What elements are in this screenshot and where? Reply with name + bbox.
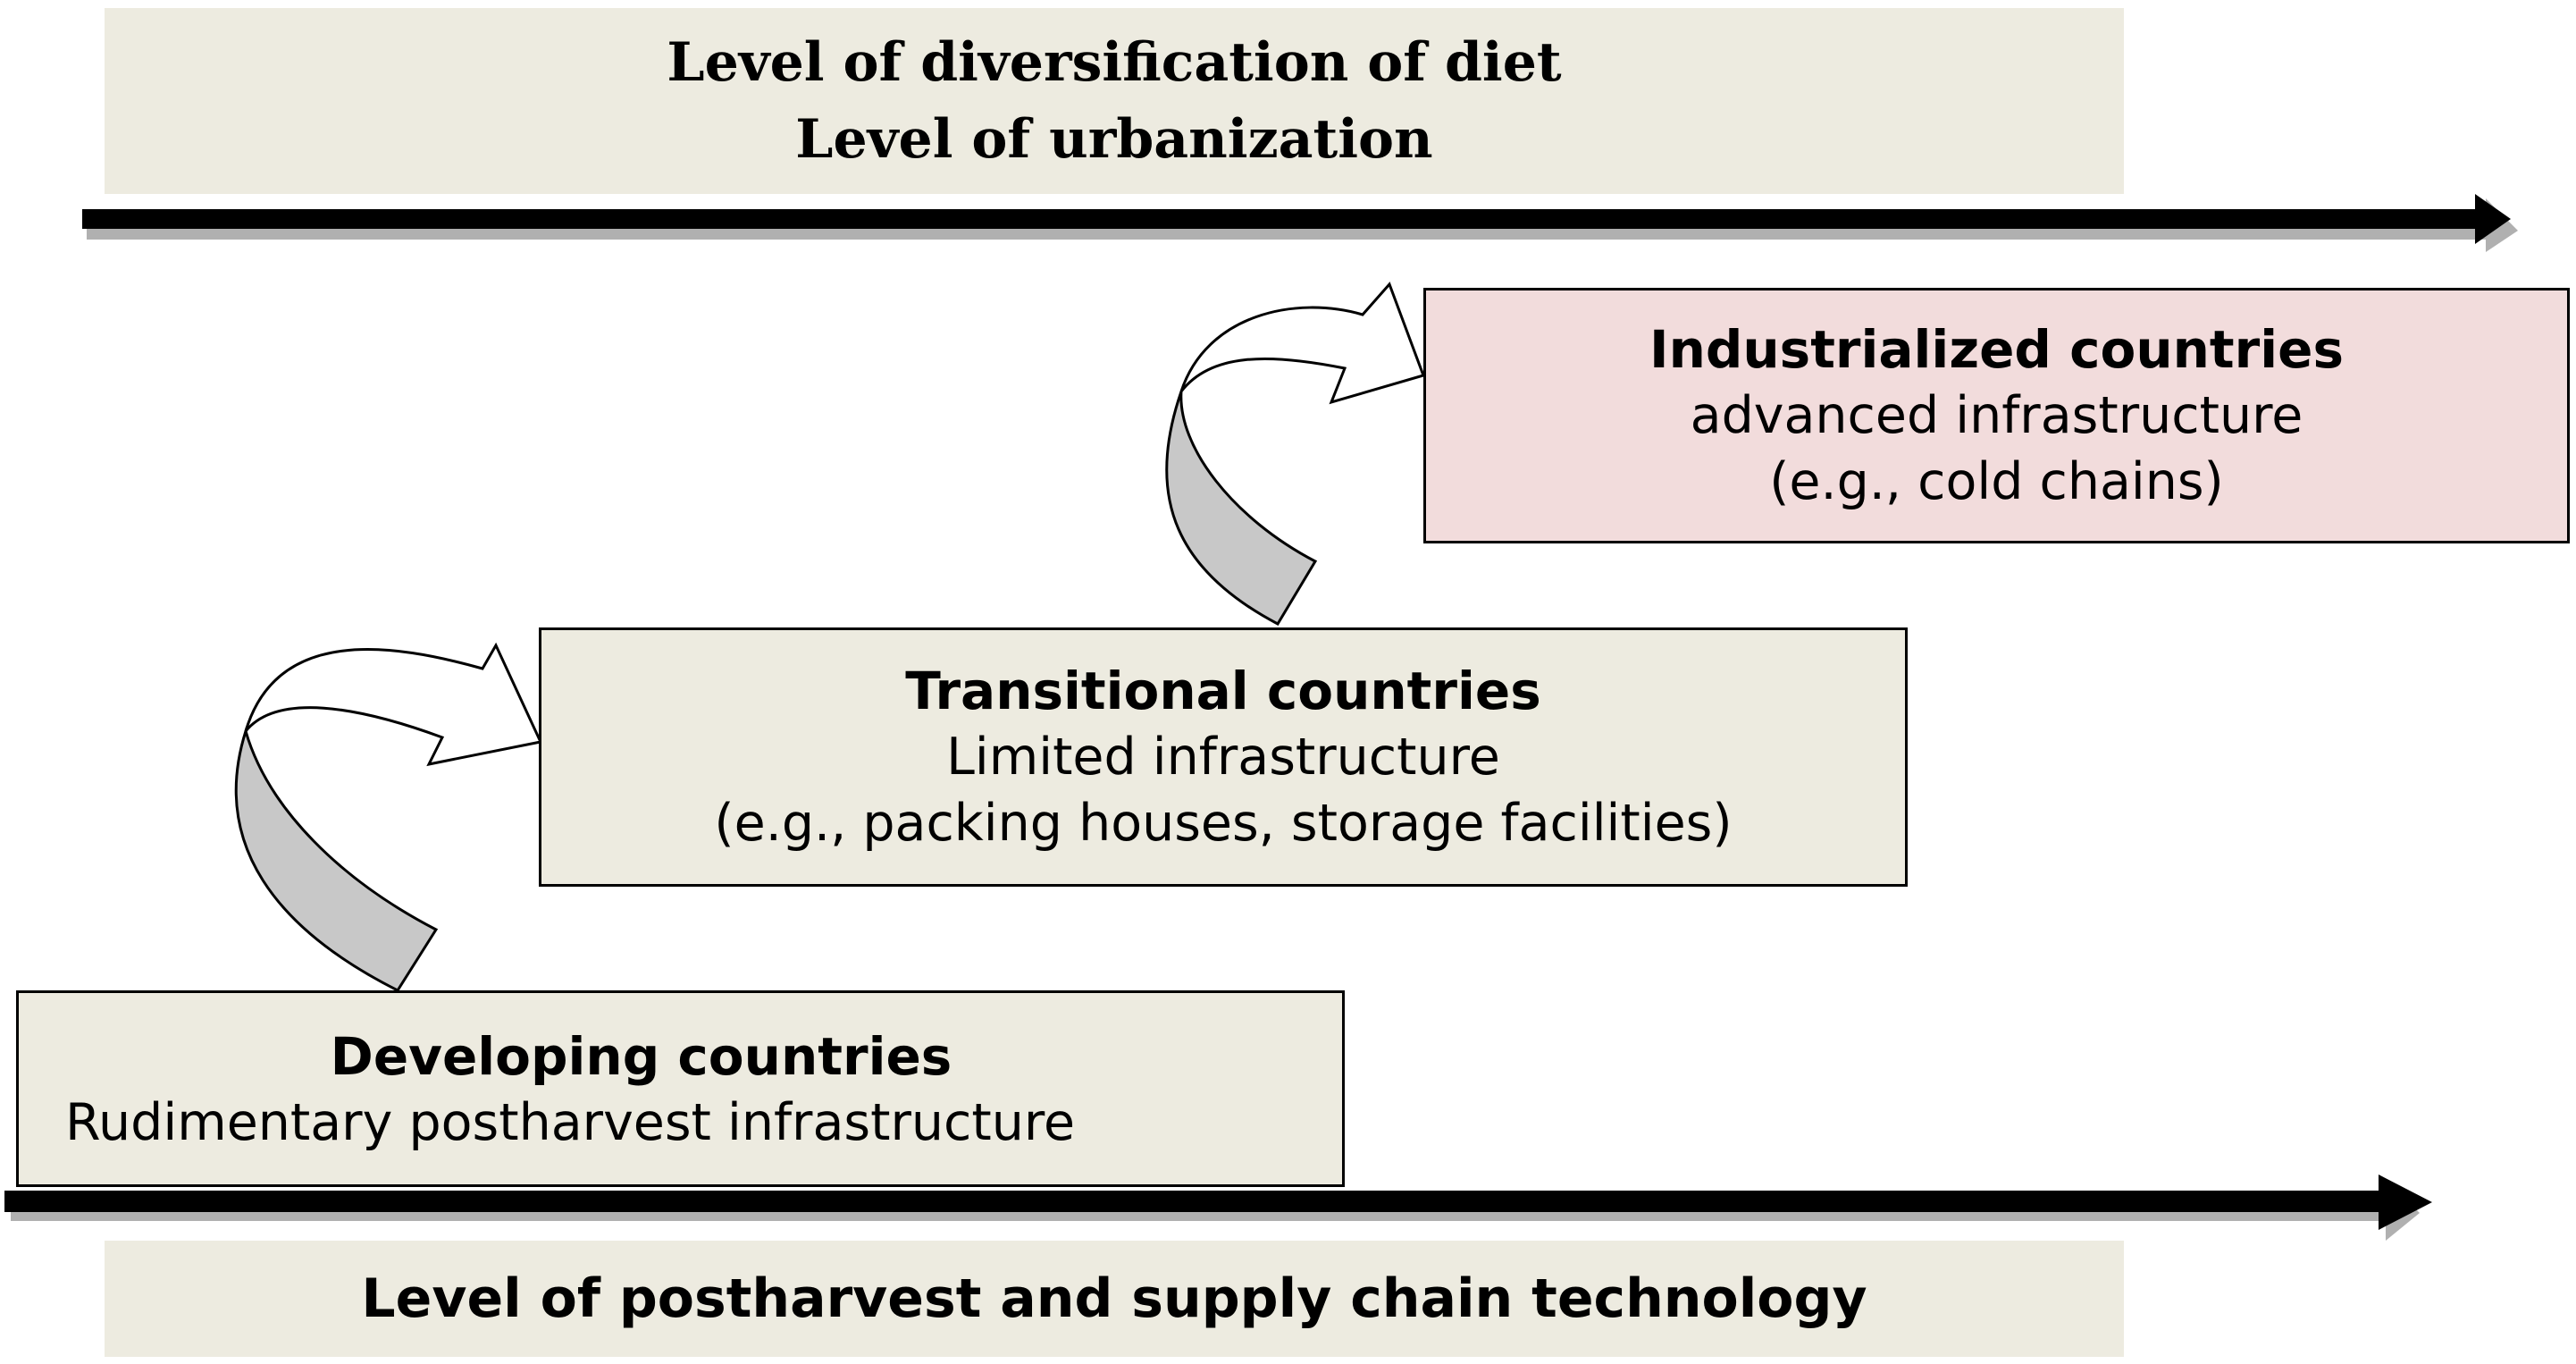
- industrialized-infrastructure: advanced infrastructure: [1690, 386, 2303, 445]
- technology-label: Level of postharvest and supply chain te…: [361, 1267, 1867, 1330]
- industrialized-countries-box: Industrialized countries advanced infras…: [1423, 288, 2570, 543]
- transitional-infrastructure: Limited infrastructure: [946, 728, 1500, 787]
- developing-infrastructure: Rudimentary postharvest infrastructure: [65, 1093, 1076, 1152]
- industrialized-title: Industrialized countries: [1649, 319, 2344, 380]
- transitional-countries-box: Transitional countries Limited infrastru…: [539, 627, 1908, 887]
- top-axis-arrow-icon: [82, 194, 2518, 252]
- curved-arrow-icon-transitional-to-industrialized: [1165, 282, 1425, 626]
- developing-title: Developing countries: [330, 1026, 952, 1087]
- transitional-example: (e.g., packing houses, storage facilitie…: [714, 794, 1733, 853]
- diet-diversification-label: Level of diversification of diet: [667, 31, 1562, 94]
- curved-arrow-icon-developing-to-transitional: [234, 642, 543, 992]
- bottom-axis-arrow-icon: [4, 1175, 2432, 1241]
- industrialized-example: (e.g., cold chains): [1769, 452, 2224, 511]
- diet-urbanization-band: Level of diversification of diet Level o…: [105, 8, 2124, 194]
- transitional-title: Transitional countries: [905, 661, 1541, 721]
- developing-countries-box: Developing countries Rudimentary posthar…: [16, 990, 1345, 1187]
- technology-band: Level of postharvest and supply chain te…: [105, 1241, 2124, 1357]
- urbanization-label: Level of urbanization: [795, 108, 1433, 171]
